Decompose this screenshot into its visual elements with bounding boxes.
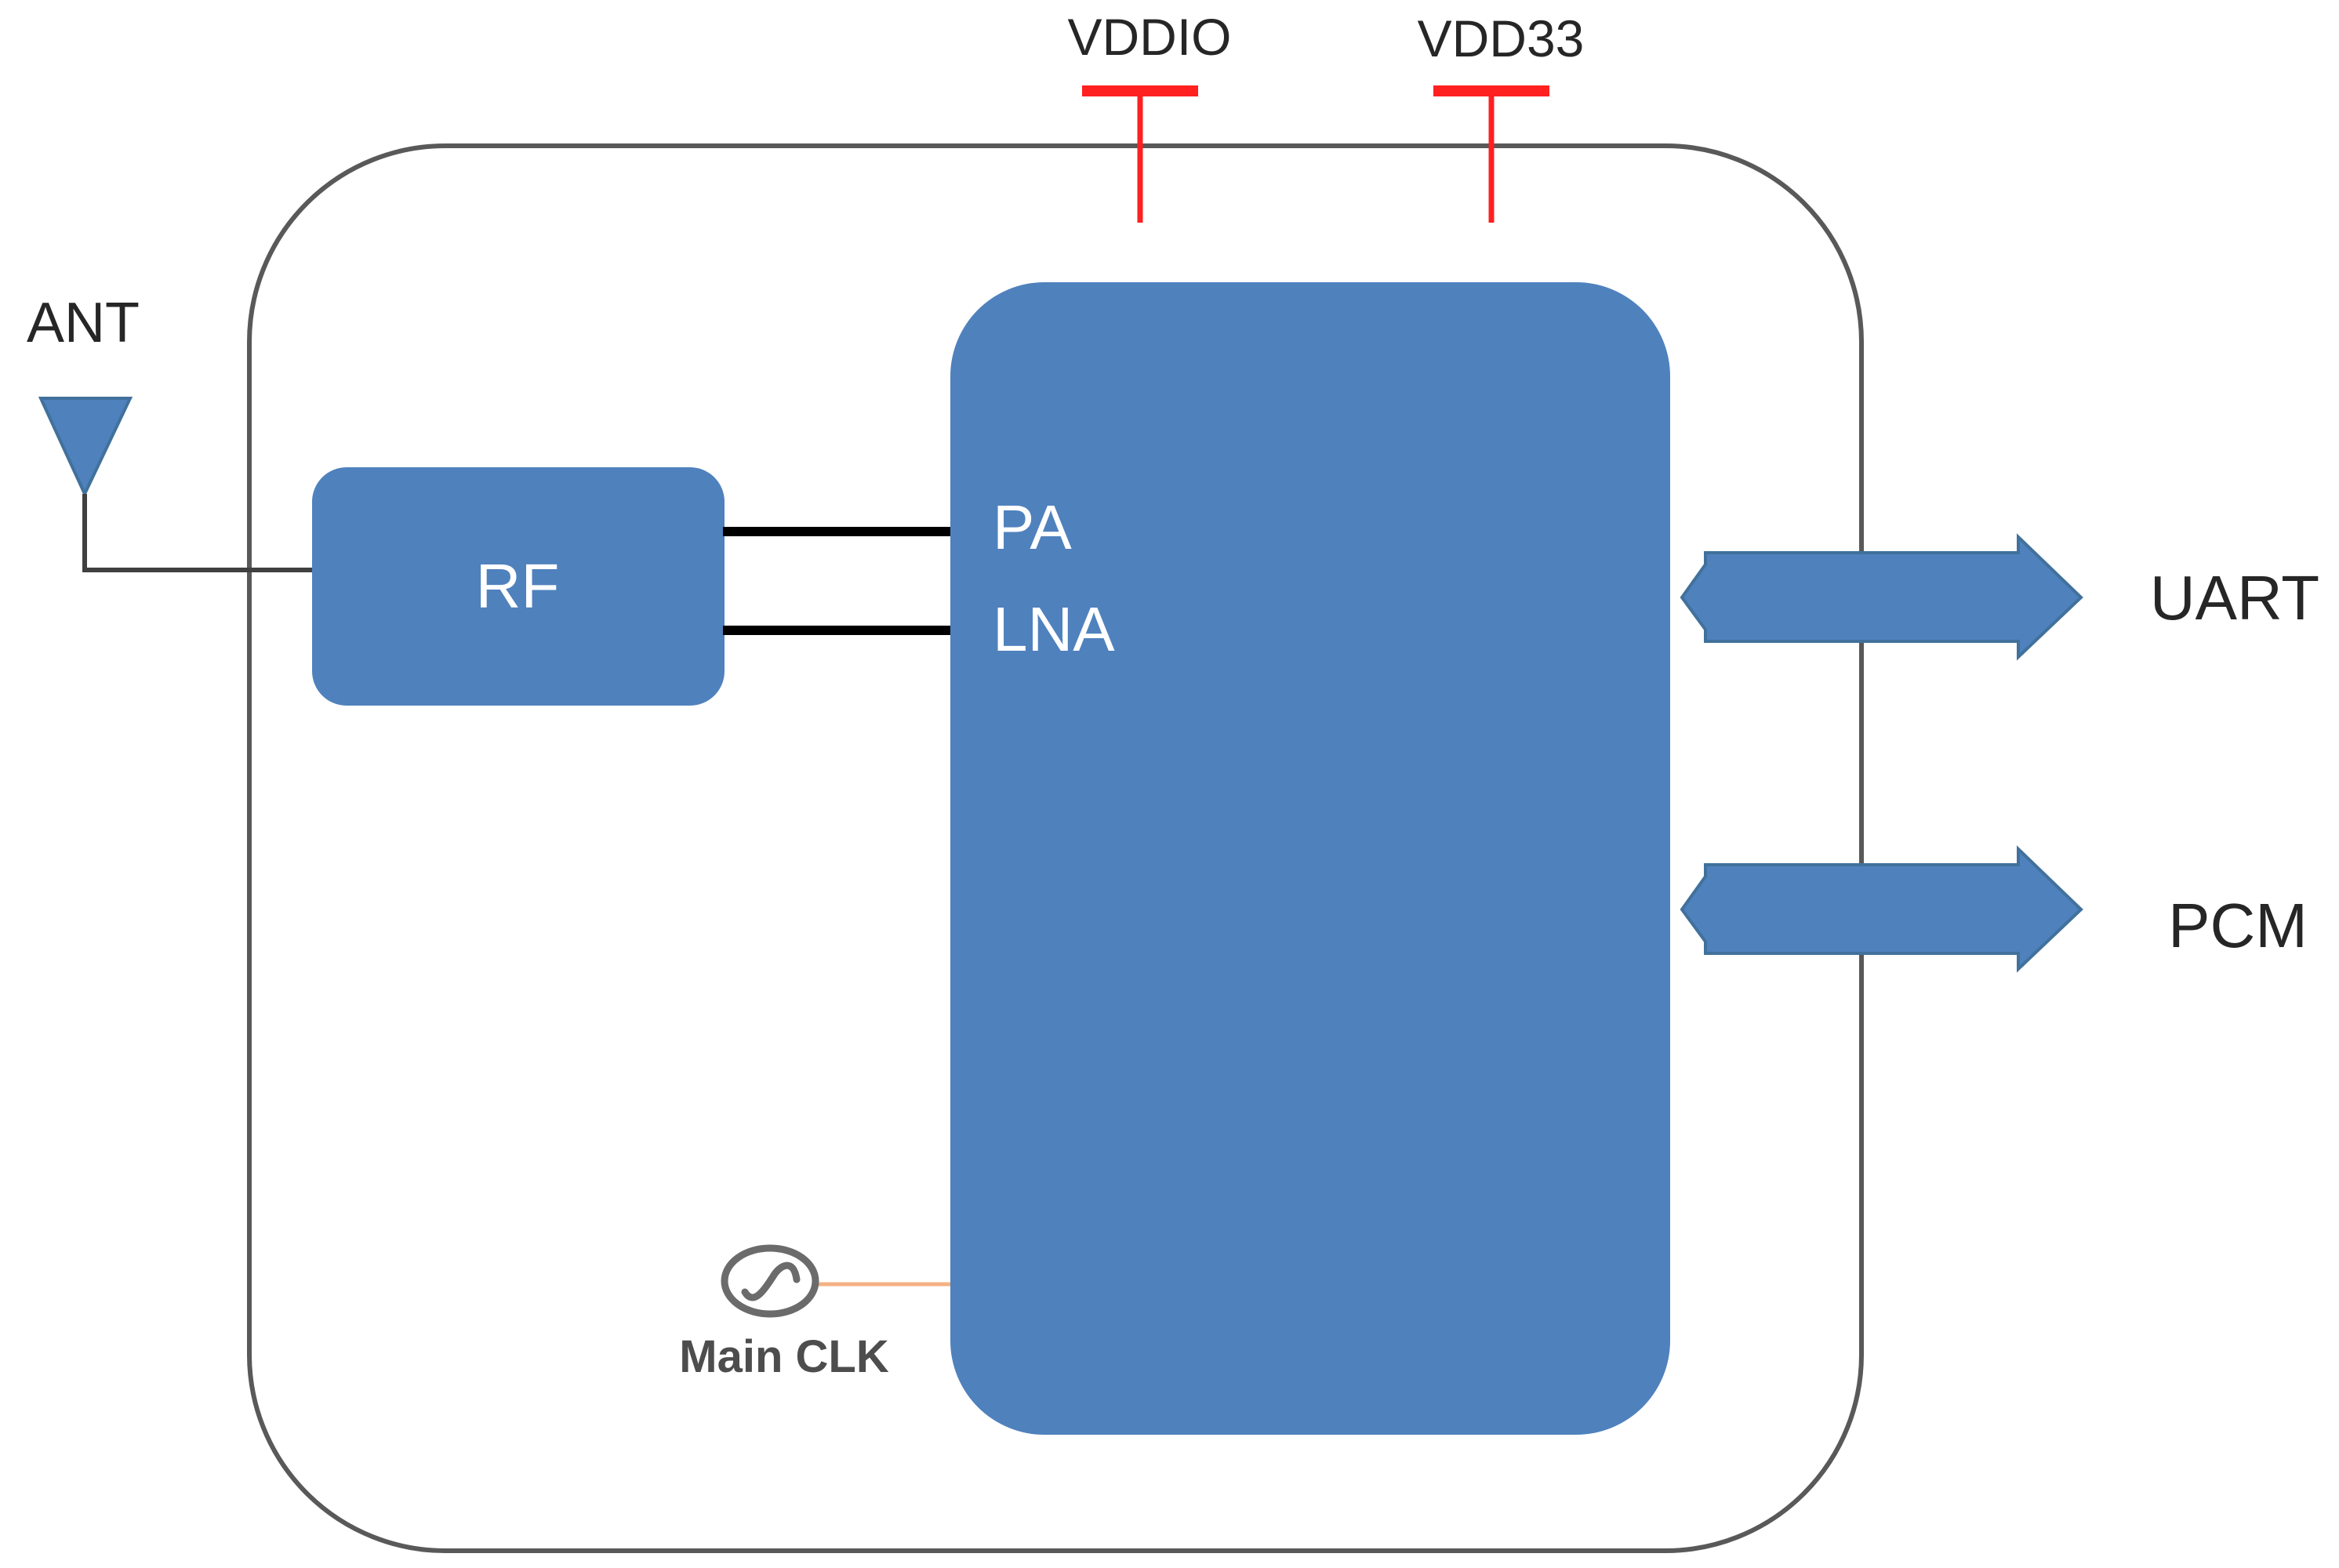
power-pin-vddio: VDDIO bbox=[1067, 8, 1232, 223]
bidirectional-arrow-icon bbox=[1680, 845, 2083, 973]
power-pin-vdd33: VDD33 bbox=[1418, 9, 1585, 223]
clock-label: Main CLK bbox=[679, 1331, 889, 1382]
antenna-to-rf-wire bbox=[82, 494, 315, 572]
antenna-label: ANT bbox=[27, 292, 140, 354]
power-pin-label: VDDIO bbox=[1067, 8, 1231, 66]
power-pin-icon bbox=[1082, 85, 1198, 223]
lna-port-label: LNA bbox=[993, 594, 1115, 664]
main-clock: Main CLK bbox=[679, 1244, 950, 1382]
power-pin-label: VDD33 bbox=[1418, 9, 1585, 67]
power-pin-icon bbox=[1433, 85, 1549, 223]
pcm-label: PCM bbox=[2168, 891, 2308, 960]
rf-block-label: RF bbox=[476, 551, 560, 621]
antenna-icon bbox=[38, 397, 133, 498]
antenna: ANT bbox=[27, 292, 140, 498]
oscillator-icon bbox=[721, 1244, 819, 1318]
main-block: PA LNA bbox=[950, 282, 1670, 1435]
pa-port-label: PA bbox=[993, 492, 1072, 562]
module-outline bbox=[247, 143, 1864, 1553]
rf-block: RF bbox=[312, 467, 725, 706]
uart-label: UART bbox=[2150, 563, 2319, 633]
pcm-interface: PCM bbox=[1680, 845, 2308, 973]
bidirectional-arrow-icon bbox=[1680, 533, 2083, 661]
uart-interface: UART bbox=[1680, 533, 2319, 661]
